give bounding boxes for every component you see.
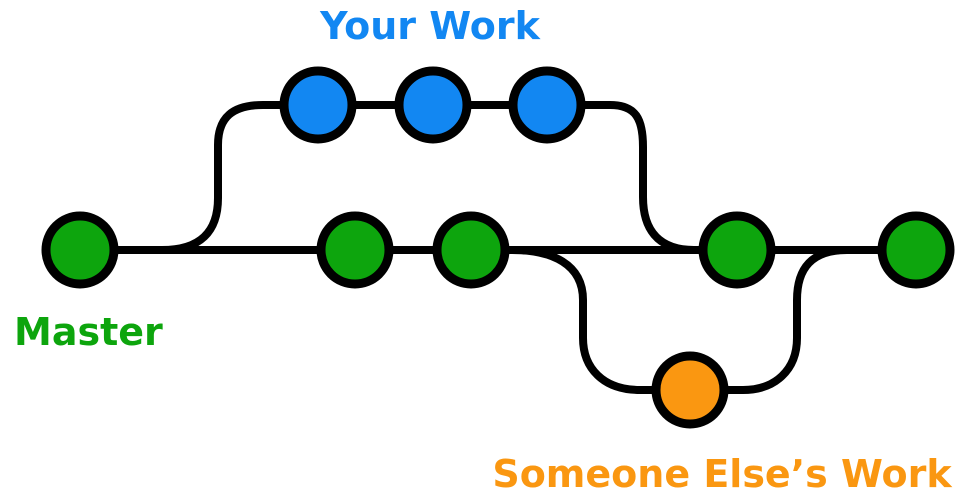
- master-commit-2: [316, 211, 394, 289]
- master-commit-3: [432, 211, 510, 289]
- merge-commit-your-work: [698, 211, 776, 289]
- your-work-commit-3: [508, 66, 586, 144]
- someone-else-branch-path: [508, 246, 851, 394]
- your-work-branch-label: Your Work: [319, 4, 541, 48]
- your-work-commit-2: [394, 66, 472, 144]
- merge-commit-someone-else: [877, 211, 955, 289]
- someone-else-work-branch-label: Someone Else’s Work: [492, 452, 952, 496]
- commit-nodes: [41, 66, 955, 429]
- master-commit-1: [41, 211, 119, 289]
- someone-else-commit-1: [651, 351, 729, 429]
- master-branch-label: Master: [14, 310, 163, 354]
- your-work-commit-1: [279, 66, 357, 144]
